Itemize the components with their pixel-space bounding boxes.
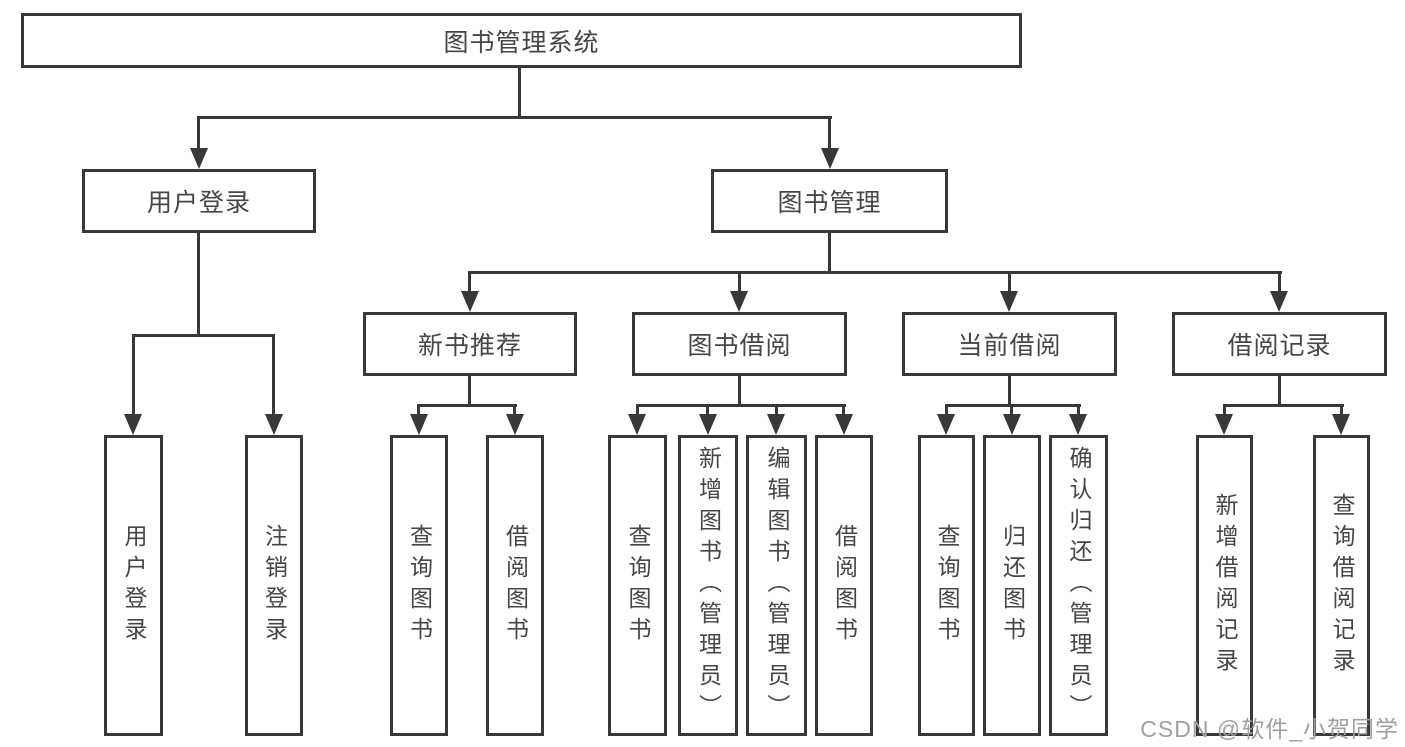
arrow-down-icon <box>1270 291 1288 312</box>
connector-line <box>775 404 778 418</box>
arrow-down-icon <box>1000 291 1018 312</box>
leaf-add-books-admin: 新增图书（管理员） <box>678 435 738 736</box>
arrow-down-icon <box>730 291 748 312</box>
connector-line <box>272 334 275 416</box>
arrow-down-icon <box>835 414 853 435</box>
connector-line <box>197 116 200 151</box>
arrow-down-icon <box>937 414 955 435</box>
connector-line <box>197 116 832 119</box>
connector-line <box>417 404 517 407</box>
connector-line <box>1077 404 1080 418</box>
arrow-down-icon <box>265 414 283 435</box>
node-borrowing-records-label: 借阅记录 <box>1227 332 1332 360</box>
connector-line <box>738 271 741 293</box>
arrow-down-icon <box>1069 414 1087 435</box>
leaf-borrow-books-borrowing-label: 借阅图书 <box>831 523 858 648</box>
arrow-down-icon <box>190 148 208 169</box>
arrow-down-icon <box>461 291 479 312</box>
connector-line <box>706 404 709 418</box>
connector-line <box>636 404 846 407</box>
leaf-query-borrow-record-label: 查询借阅记录 <box>1329 492 1355 679</box>
leaf-logout: 注销登录 <box>245 435 303 736</box>
connector-line <box>518 68 521 118</box>
leaf-logout-label: 注销登录 <box>261 523 288 648</box>
arrow-down-icon <box>1215 414 1233 435</box>
connector-line <box>945 404 948 418</box>
leaf-borrow-books-borrowing: 借阅图书 <box>815 435 873 736</box>
leaf-edit-books-admin: 编辑图书（管理员） <box>746 435 807 736</box>
connector-line <box>468 376 471 407</box>
connector-line <box>197 233 200 337</box>
arrow-down-icon <box>628 414 646 435</box>
arrow-down-icon <box>1003 414 1021 435</box>
leaf-query-books-borrowing-label: 查询图书 <box>625 523 651 648</box>
leaf-add-books-admin-label: 新增图书（管理员） <box>695 446 722 725</box>
node-new-book-recommendation: 新书推荐 <box>363 312 577 376</box>
leaf-borrow-books-recommend: 借阅图书 <box>486 435 544 736</box>
leaf-query-books-recommend: 查询图书 <box>390 435 448 736</box>
leaf-edit-books-admin-label: 编辑图书（管理员） <box>764 446 790 725</box>
connector-line <box>417 404 420 418</box>
connector-line <box>1223 404 1344 407</box>
connector-line <box>1278 376 1281 407</box>
arrow-down-icon <box>821 148 839 169</box>
node-book-management-label: 图书管理 <box>777 189 882 217</box>
leaf-borrow-books-recommend-label: 借阅图书 <box>502 523 529 648</box>
connector-line <box>468 271 471 293</box>
connector-line <box>132 334 275 337</box>
arrow-down-icon <box>1332 414 1350 435</box>
leaf-query-books-recommend-label: 查询图书 <box>406 523 433 648</box>
leaf-add-borrow-record-label: 新增借阅记录 <box>1212 492 1238 679</box>
node-current-borrowing: 当前借阅 <box>902 312 1117 376</box>
arrow-down-icon <box>767 414 785 435</box>
connector-line <box>828 116 831 151</box>
connector-line <box>468 271 1282 274</box>
leaf-return-books: 归还图书 <box>983 435 1041 736</box>
connector-line <box>1008 376 1011 407</box>
node-current-borrowing-label: 当前借阅 <box>957 332 1062 360</box>
arrow-down-icon <box>699 414 717 435</box>
csdn-watermark: CSDN @软件_小贺同学 <box>1140 716 1399 742</box>
leaf-user-login: 用户登录 <box>104 435 163 736</box>
leaf-user-login-label: 用户登录 <box>121 523 147 648</box>
arrow-down-icon <box>124 414 142 435</box>
connector-line <box>513 404 516 418</box>
leaf-add-borrow-record: 新增借阅记录 <box>1196 435 1253 736</box>
connector-line <box>1223 404 1226 418</box>
node-library-system: 图书管理系统 <box>21 13 1022 68</box>
connector-line <box>1340 404 1343 418</box>
leaf-query-borrow-record: 查询借阅记录 <box>1313 435 1370 736</box>
connector-line <box>828 233 831 274</box>
connector-line <box>1008 271 1011 293</box>
connector-line <box>945 404 1081 407</box>
node-library-system-label: 图书管理系统 <box>443 28 600 57</box>
connector-line <box>1278 271 1281 293</box>
node-book-borrowing: 图书借阅 <box>632 312 847 376</box>
connector-line <box>132 334 135 416</box>
connector-line <box>842 404 845 418</box>
arrow-down-icon <box>506 414 524 435</box>
leaf-query-books-current: 查询图书 <box>918 435 975 736</box>
leaf-confirm-return-admin: 确认归还（管理员） <box>1049 435 1108 736</box>
leaf-query-books-borrowing: 查询图书 <box>608 435 667 736</box>
node-new-book-recommendation-label: 新书推荐 <box>417 332 522 360</box>
arrow-down-icon <box>410 414 428 435</box>
node-book-borrowing-label: 图书借阅 <box>687 332 792 360</box>
leaf-query-books-current-label: 查询图书 <box>934 523 960 648</box>
node-book-management: 图书管理 <box>711 169 948 233</box>
node-user-login: 用户登录 <box>82 169 316 233</box>
leaf-confirm-return-admin-label: 确认归还（管理员） <box>1066 446 1092 725</box>
connector-line <box>636 404 639 418</box>
connector-line <box>1010 404 1013 418</box>
node-borrowing-records: 借阅记录 <box>1172 312 1387 376</box>
connector-line <box>738 376 741 407</box>
leaf-return-books-label: 归还图书 <box>999 523 1026 648</box>
node-user-login-label: 用户登录 <box>146 189 251 217</box>
